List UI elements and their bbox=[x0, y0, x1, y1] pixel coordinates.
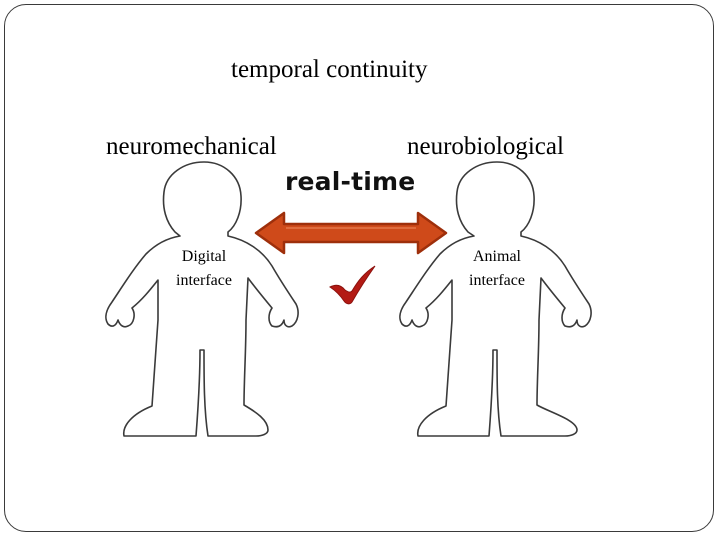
slide-frame bbox=[4, 4, 714, 532]
right-person-outline-icon bbox=[399, 161, 592, 437]
left-interface-line2: interface bbox=[176, 272, 232, 289]
checkmark-icon bbox=[329, 265, 376, 305]
right-interface-line2: interface bbox=[469, 272, 525, 289]
right-figure-label: neurobiological bbox=[407, 133, 564, 160]
right-interface-line1: Animal bbox=[473, 248, 521, 265]
left-figure-label: neuromechanical bbox=[106, 133, 277, 160]
left-interface-text: Digital interface bbox=[164, 245, 244, 293]
arrow-label: real-time bbox=[285, 167, 416, 196]
double-arrow-icon bbox=[254, 211, 448, 255]
page-title: temporal continuity bbox=[231, 56, 428, 83]
left-person-outline-icon bbox=[105, 161, 299, 437]
left-interface-line1: Digital bbox=[181, 248, 227, 265]
right-interface-text: Animal interface bbox=[457, 245, 537, 293]
